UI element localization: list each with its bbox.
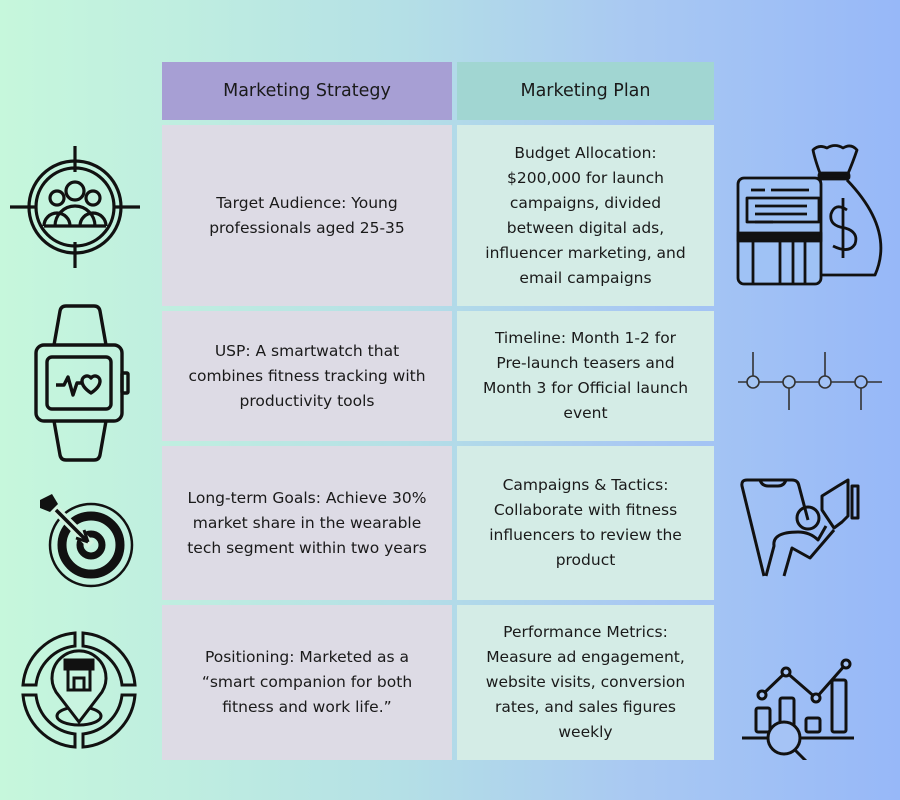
influencer-megaphone-icon	[738, 476, 860, 582]
plan-performance-metrics: Performance Metrics: Measure ad engageme…	[457, 605, 714, 760]
target-audience-icon	[8, 142, 142, 272]
strategy-long-term-goals: Long-term Goals: Achieve 30% market shar…	[162, 446, 452, 600]
budget-money-bag-icon	[735, 140, 885, 288]
header-marketing-strategy: Marketing Strategy	[162, 62, 452, 120]
analytics-chart-icon	[742, 640, 856, 760]
strategy-positioning: Positioning: Marketed as a “smart compan…	[162, 605, 452, 760]
smartwatch-heartbeat-icon	[32, 303, 130, 463]
plan-campaigns-tactics: Campaigns & Tactics: Collaborate with fi…	[457, 446, 714, 600]
header-marketing-plan: Marketing Plan	[457, 62, 714, 120]
strategy-target-audience: Target Audience: Young professionals age…	[162, 125, 452, 306]
plan-budget-allocation: Budget Allocation: $200,000 for launch c…	[457, 125, 714, 306]
strategy-usp: USP: A smartwatch that combines fitness …	[162, 311, 452, 441]
store-location-icon	[20, 630, 138, 750]
bullseye-arrow-icon	[36, 490, 136, 590]
timeline-icon	[738, 350, 882, 412]
plan-timeline: Timeline: Month 1-2 for Pre-launch tease…	[457, 311, 714, 441]
